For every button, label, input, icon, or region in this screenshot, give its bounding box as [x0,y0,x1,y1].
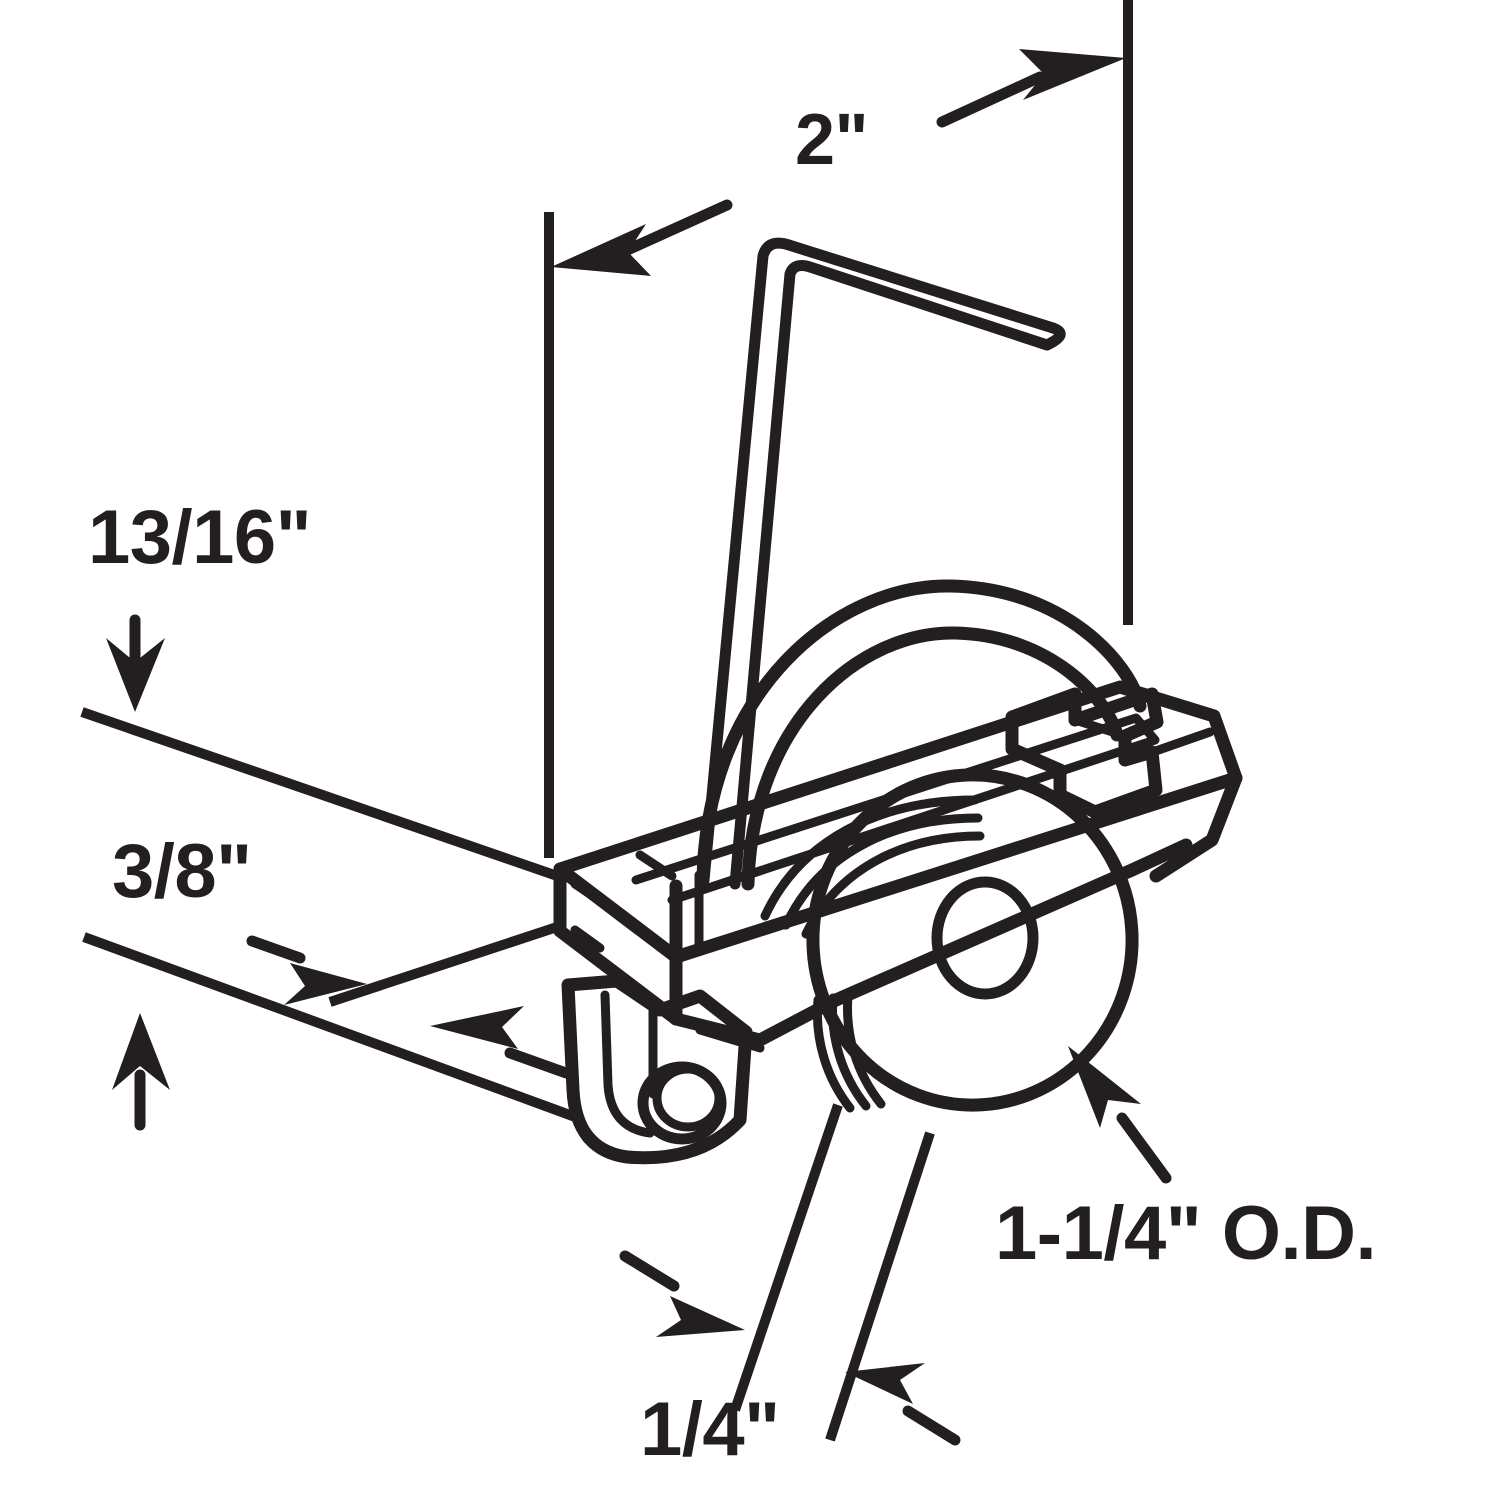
arrow-13-16-down [106,614,165,712]
mounting-tab [561,974,753,1165]
roller-assembly [553,237,1243,1165]
dimension-label-width-2in: 2" [795,100,869,180]
extension-line-wheel-left [730,1103,843,1412]
dimension-label-thickness-3-8: 3/8" [112,829,252,914]
housing-tab-slot [1005,687,1164,819]
dimension-label-wheel-od: 1-1/4" O.D. [995,1191,1377,1276]
dimension-label-height-13-16: 13/16" [88,495,312,580]
extension-line-slant-mid [328,921,562,1007]
arrow-1-4-right [619,1250,745,1337]
arrow-2in-right [936,49,1126,128]
extension-line-slant-top [80,707,568,884]
arrow-wheel-od [1068,1046,1172,1184]
arrow-2in-left [551,199,733,276]
dimension-arrows [106,49,1172,1446]
roller-housing [553,680,1243,1053]
extension-lines [80,0,1133,1442]
wire-tension-arm [698,237,1066,890]
dimension-label-wheel-width: 1/4" [640,1387,780,1472]
arrow-1-4-left [845,1363,961,1446]
arrow-3-8-left [430,1006,572,1079]
arrow-3-8-right [246,935,367,1005]
axle-hole [931,876,1039,1000]
extension-line-slant-low [82,932,580,1123]
arrow-3-8-up [112,1013,170,1131]
extension-line-wheel-right [825,1131,935,1442]
spring-bail [696,579,1147,939]
adjust-eyelet-inner [652,1064,724,1132]
